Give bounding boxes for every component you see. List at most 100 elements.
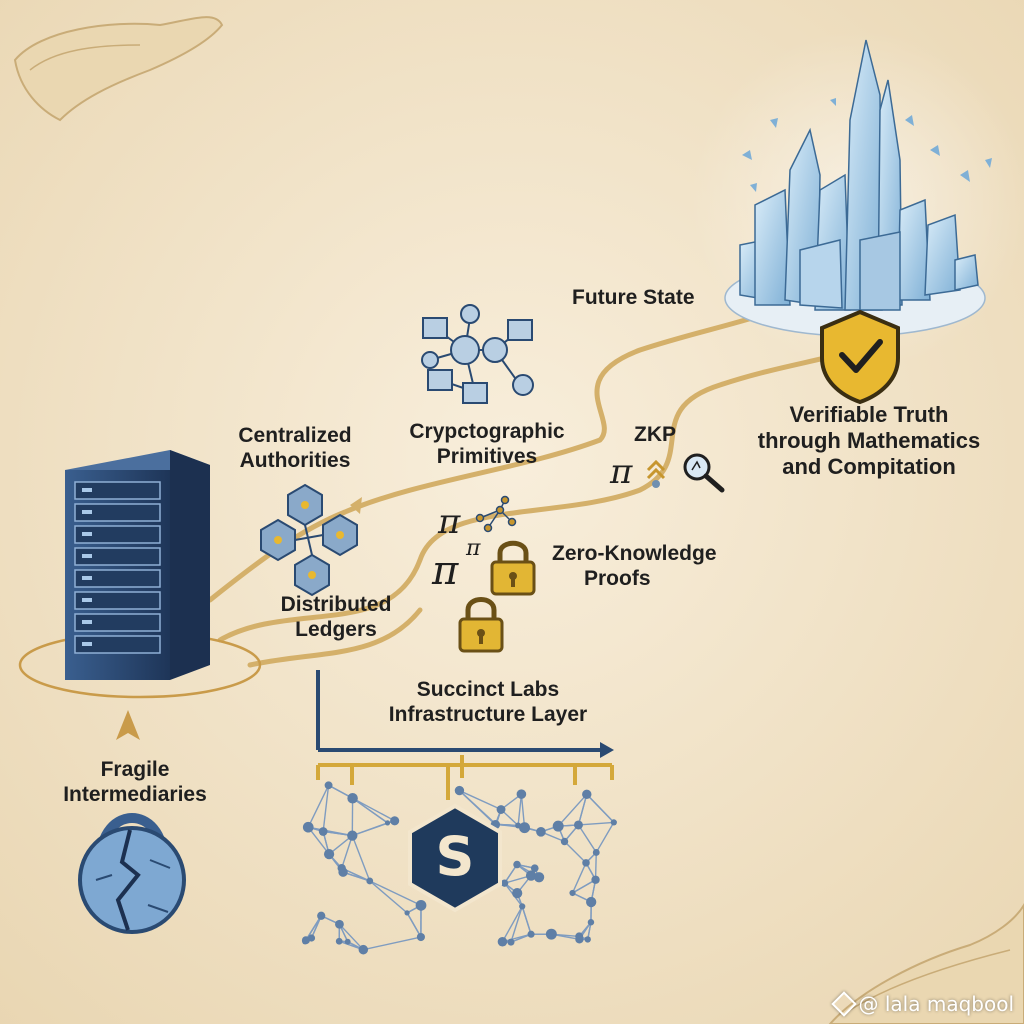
mesh-node [500,879,509,887]
up-arrow-icon [116,710,140,740]
verifiable-truth-label: Verifiable Truth through Mathematics and… [757,402,981,479]
watermark: @ lala maqbool [830,991,1015,1017]
mesh-network-icon [301,781,617,955]
mesh-link [557,793,588,827]
mesh-node [525,870,537,881]
mesh-node [575,935,584,944]
mesh-node [335,919,344,929]
pi-symbol: π [432,548,459,594]
mesh-link [322,785,330,832]
mesh-node [582,789,592,800]
mesh-node [519,822,531,834]
infrastructure-arrow [316,670,614,758]
mesh-link [352,822,388,837]
mesh-link [577,794,588,826]
mesh-link [572,879,596,894]
padlock-icon [458,597,504,653]
mesh-node [347,830,358,841]
mesh-node [533,872,545,883]
mesh-link [351,835,371,882]
mesh-link [307,826,330,855]
mesh-link [586,793,615,823]
mesh-node [317,911,326,920]
mesh-node [515,822,522,829]
scroll-corner-icon [13,16,224,122]
mesh-node [324,781,333,790]
mesh-node [536,827,546,837]
mesh-node [366,877,374,885]
watermark-text: @ lala maqbool [858,992,1015,1016]
mesh-node [552,820,564,832]
mesh-link [338,923,364,951]
mesh-node [344,938,351,945]
mini-network-icon [475,495,517,533]
mesh-node [507,938,515,946]
pi-symbol: π [466,536,481,561]
mesh-link [520,794,526,828]
zkp-label: ZKP [634,423,676,446]
mesh-link [571,862,587,894]
padlock-icon [490,540,536,596]
mesh-link [307,784,330,828]
mesh-node [337,863,346,873]
journey-path [207,297,873,668]
mesh-node [415,899,427,911]
mesh-link [578,821,614,826]
mesh-node [584,936,591,943]
distributed-ledgers-label: Distributed Ledgers [280,593,392,641]
shield-check-icon [820,309,900,405]
mesh-node [335,937,343,945]
mesh-node [582,859,590,867]
mesh-node [496,805,506,814]
mesh-node [497,936,508,947]
pi-symbol: π [610,452,633,492]
mesh-link [352,797,388,824]
mesh-node [307,934,316,942]
mesh-node [318,827,328,836]
zero-knowledge-proofs-label: Zero-Knowledge Proofs [552,542,717,590]
diamond-icon [830,991,857,1017]
mesh-node [587,919,595,926]
mesh-node [358,944,369,955]
mesh-link [308,826,353,837]
mesh-link [502,933,532,943]
mesh-node [516,789,527,799]
mesh-node [592,849,600,856]
mesh-link [363,936,422,951]
mesh-link [459,789,502,811]
crypto-network-icon [421,304,534,404]
mesh-node [416,932,425,942]
mesh-link [510,906,523,943]
mesh-node [384,820,391,826]
scroll-corner-icon [828,903,1024,1024]
mesh-node [569,889,576,897]
fragile-intermediaries-label: Fragile Intermediaries [63,758,207,806]
mesh-node [527,930,535,938]
mesh-link [458,790,497,825]
mesh-node [560,837,569,846]
mesh-link [517,794,523,826]
mesh-node [302,821,314,833]
mesh-node [610,819,617,826]
path-arrowhead [350,497,362,514]
mesh-link [564,840,587,864]
mesh-link [521,906,532,935]
mesh-link [341,835,353,869]
mesh-link [369,880,408,914]
future-state-label: Future State [572,286,695,309]
mesh-link [369,880,422,906]
mesh-node [512,888,523,899]
mesh-node [404,910,410,916]
chevron-stack-icon [646,459,666,488]
mesh-node [573,820,583,830]
infrastructure-bracket [316,755,614,800]
mesh-link [594,852,597,880]
mesh-link [406,912,422,938]
mesh-node [591,875,600,884]
mesh-node [586,896,597,908]
mesh-node [454,785,465,796]
hexagon-nodes-icon [260,483,358,597]
mesh-link [577,824,597,853]
mesh-link [501,906,523,943]
